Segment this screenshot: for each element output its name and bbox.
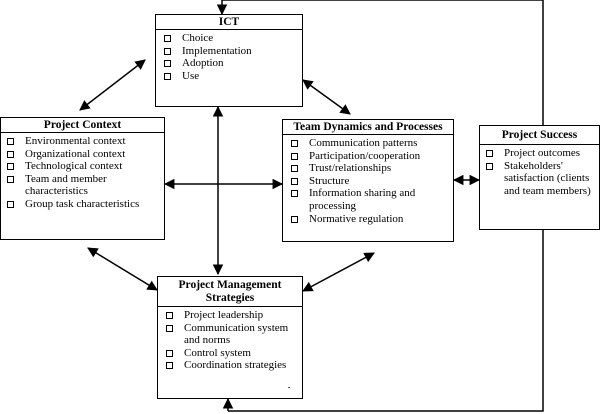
list-item: Normative regulation (289, 213, 449, 226)
checkbox-icon (291, 152, 298, 160)
checkbox-icon (486, 150, 493, 157)
team-dynamics-list: Communication patterns Participation/coo… (283, 135, 453, 225)
list-item: Communication patterns (289, 137, 449, 150)
checkbox-icon (291, 190, 298, 198)
project-context-box: Project Context Environmental context Or… (0, 117, 165, 240)
ict-list: Choice Implementation Adoption Use (156, 30, 302, 82)
list-item: Group task characteristics (5, 198, 160, 211)
checkbox-icon (7, 138, 14, 145)
checkbox-icon (164, 47, 171, 55)
checkbox-icon (166, 324, 173, 332)
arrow-context-management (87, 247, 158, 291)
list-item: Trust/relationships (289, 162, 449, 175)
project-management-list: Project leadership Communication system … (158, 307, 302, 372)
list-item: Participation/cooperation (289, 150, 449, 163)
checkbox-icon (486, 162, 493, 170)
checkbox-icon (7, 150, 14, 158)
list-item: Team and member characteristics (5, 173, 160, 198)
list-item: Organizational context (5, 148, 160, 161)
list-item: Information sharing and processing (289, 187, 449, 212)
project-success-title: Project Success (480, 126, 599, 145)
ict-title: ICT (156, 15, 302, 30)
checkbox-icon (291, 177, 298, 185)
list-item: Communication system and norms (164, 322, 298, 347)
list-item: Project outcomes (484, 147, 595, 160)
list-item: Use (162, 70, 298, 83)
feedback-line-top (222, 0, 544, 125)
checkbox-icon (166, 349, 173, 357)
stray-dot (288, 387, 290, 388)
project-management-box: Project Management Strategies Project le… (157, 276, 303, 399)
checkbox-icon (166, 312, 173, 319)
arrow-ict-team (302, 79, 351, 115)
checkbox-icon (7, 175, 14, 183)
checkbox-icon (164, 60, 171, 68)
list-item: Coordination strategies (164, 359, 298, 372)
project-context-title: Project Context (1, 118, 164, 133)
checkbox-icon (164, 72, 171, 80)
list-item: Adoption (162, 57, 298, 70)
checkbox-icon (164, 35, 171, 42)
list-item: Stakeholders' satisfaction (clients and … (484, 160, 595, 198)
list-item: Structure (289, 175, 449, 188)
project-success-list: Project outcomes Stakeholders' satisfact… (480, 145, 599, 197)
project-management-title: Project Management Strategies (158, 277, 302, 307)
checkbox-icon (7, 163, 14, 171)
checkbox-icon (291, 140, 298, 147)
arrow-ict-context (79, 59, 146, 111)
list-item: Project leadership (164, 309, 298, 322)
team-dynamics-title: Team Dynamics and Processes (283, 120, 453, 135)
checkbox-icon (291, 165, 298, 173)
list-item: Choice (162, 32, 298, 45)
list-item: Environmental context (5, 135, 160, 148)
arrow-team-management (302, 252, 375, 292)
team-dynamics-box: Team Dynamics and Processes Communicatio… (282, 119, 454, 242)
project-success-box: Project Success Project outcomes Stakeho… (479, 125, 600, 230)
checkbox-icon (291, 215, 298, 223)
ict-box: ICT Choice Implementation Adoption Use (155, 14, 303, 107)
checkbox-icon (166, 362, 173, 370)
project-context-list: Environmental context Organizational con… (1, 133, 164, 211)
list-item: Technological context (5, 160, 160, 173)
list-item: Control system (164, 347, 298, 360)
list-item: Implementation (162, 45, 298, 58)
checkbox-icon (7, 200, 14, 208)
feedback-line-bottom (228, 230, 544, 412)
